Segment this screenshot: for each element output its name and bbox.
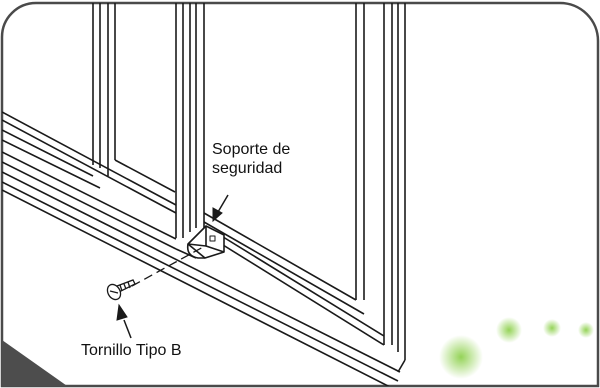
- bracket-pointer-arrow: [212, 194, 229, 223]
- window-frame-drawing: [2, 3, 406, 386]
- decorative-dots: [439, 317, 594, 379]
- safety-bracket-label: Soporte de seguridad: [212, 140, 290, 178]
- safety-bracket-label-line2: seguridad: [212, 160, 283, 177]
- screw-pointer-arrow: [116, 303, 132, 339]
- screw-icon: [106, 279, 136, 301]
- screw-label: Tornillo Tipo B: [81, 342, 182, 359]
- corner-shade: [2, 340, 70, 386]
- safety-bracket-label-line1: Soporte de: [212, 141, 291, 158]
